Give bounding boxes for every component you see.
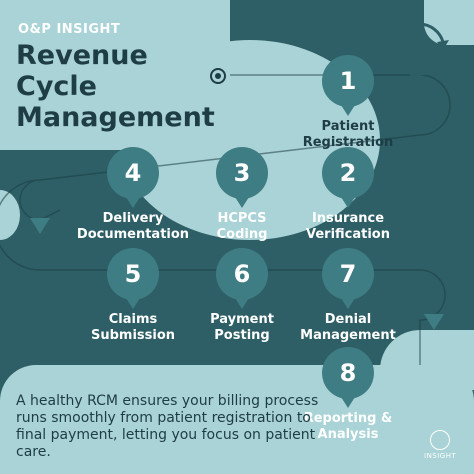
step-6: 6 Payment Posting bbox=[167, 248, 317, 344]
step-label-line: Posting bbox=[214, 328, 270, 343]
step-label-line: Registration bbox=[302, 135, 394, 150]
step-label-line: Reporting & bbox=[303, 411, 393, 426]
step-label-line: Denial bbox=[324, 312, 372, 327]
step-number: 4 bbox=[107, 147, 159, 208]
title-line: Cycle bbox=[16, 71, 97, 102]
left-half-circle bbox=[0, 190, 20, 240]
title-line: Revenue bbox=[16, 40, 148, 71]
arrow-down-icon bbox=[424, 314, 444, 330]
step-label-line: Payment bbox=[210, 312, 274, 327]
brand-name: O&P INSIGHT bbox=[18, 22, 121, 37]
step-label: Patient Registration bbox=[273, 119, 423, 151]
step-number: 3 bbox=[216, 147, 268, 208]
step-label-line: Claims bbox=[108, 312, 158, 327]
step-label-line: HCPCS bbox=[217, 211, 267, 226]
footer-panel bbox=[0, 365, 474, 474]
footer-description: A healthy RCM ensures your billing proce… bbox=[16, 393, 319, 460]
step-4: 4 Delivery Documentation bbox=[58, 147, 208, 243]
target-icon bbox=[210, 68, 226, 84]
step-label: HCPCS Coding bbox=[167, 211, 317, 243]
step-label-line: Verification bbox=[305, 227, 390, 242]
step-label-line: Insurance bbox=[311, 211, 385, 226]
cycle-arrows-icon bbox=[393, 22, 449, 80]
step-number: 1 bbox=[322, 55, 374, 116]
step-number: 2 bbox=[322, 147, 374, 208]
op-insight-logo-icon: INSIGHT bbox=[424, 430, 456, 464]
step-label-line: Analysis bbox=[317, 427, 379, 442]
step-3: 3 HCPCS Coding bbox=[167, 147, 317, 243]
step-8: 8 Reporting & Analysis bbox=[273, 347, 423, 443]
title-line: Management bbox=[16, 102, 215, 133]
step-label: Claims Submission bbox=[58, 312, 208, 344]
step-label: Insurance Verification bbox=[273, 211, 423, 243]
corner-light-shape bbox=[424, 0, 474, 45]
step-number: 8 bbox=[322, 347, 374, 408]
step-label: Denial Management bbox=[273, 312, 423, 344]
arrow-down-icon bbox=[30, 218, 50, 234]
step-label-line: Delivery bbox=[102, 211, 164, 226]
step-number: 5 bbox=[107, 248, 159, 309]
step-number: 7 bbox=[322, 248, 374, 309]
step-number: 6 bbox=[216, 248, 268, 309]
step-5: 5 Claims Submission bbox=[58, 248, 208, 344]
step-label-line: Documentation bbox=[76, 227, 190, 242]
step-1: 1 Patient Registration bbox=[273, 55, 423, 151]
step-label-line: Patient bbox=[321, 119, 375, 134]
step-label-line: Coding bbox=[216, 227, 268, 242]
arrow-down-icon bbox=[424, 116, 444, 132]
step-label-line: Management bbox=[300, 328, 396, 343]
step-7: 7 Denial Management bbox=[273, 248, 423, 344]
logo-text: INSIGHT bbox=[424, 452, 457, 460]
step-label-line: Submission bbox=[90, 328, 176, 343]
step-label: Reporting & Analysis bbox=[273, 411, 423, 443]
logo-circle bbox=[430, 430, 450, 450]
page-title: Revenue Cycle Management bbox=[16, 40, 215, 133]
step-label: Payment Posting bbox=[167, 312, 317, 344]
title-panel bbox=[0, 0, 230, 150]
step-2: 2 Insurance Verification bbox=[273, 147, 423, 243]
step-label: Delivery Documentation bbox=[58, 211, 208, 243]
